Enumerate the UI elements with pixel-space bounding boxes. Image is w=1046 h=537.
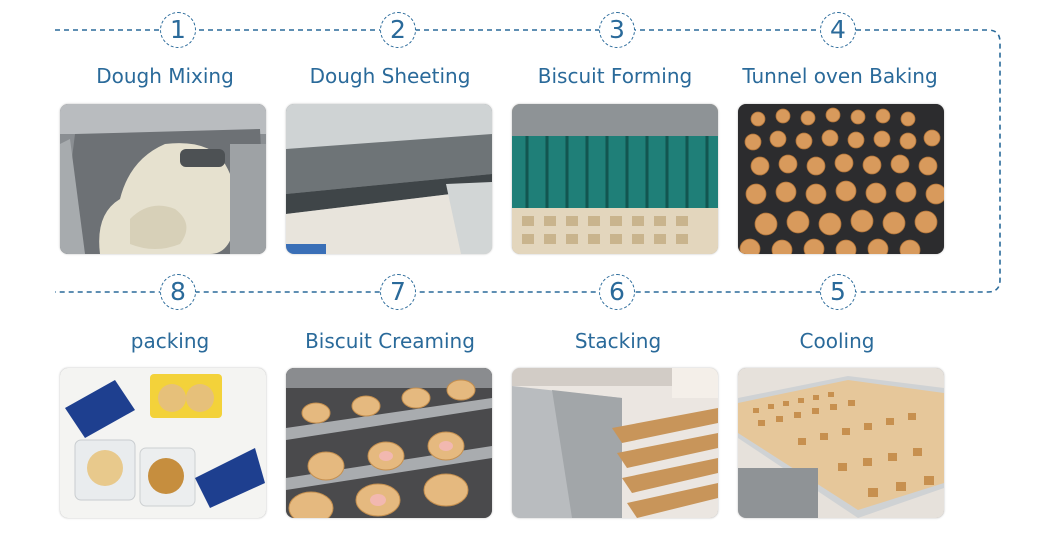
step-4-label: Tunnel oven Baking bbox=[742, 64, 938, 88]
dough-sheet-photo bbox=[286, 104, 492, 254]
cream-sandwich-photo bbox=[286, 368, 492, 518]
packed-biscuits-photo bbox=[60, 368, 266, 518]
step-8-label: packing bbox=[130, 329, 210, 353]
step-3-label: Biscuit Forming bbox=[537, 64, 693, 88]
step-8-number: 8 bbox=[160, 274, 196, 310]
rotary-moulder-photo bbox=[512, 104, 718, 254]
step-4-number: 4 bbox=[820, 12, 856, 48]
step-6-number: 6 bbox=[599, 274, 635, 310]
step-2-number: 2 bbox=[380, 12, 416, 48]
step-7-number: 7 bbox=[380, 274, 416, 310]
cooling-conveyor-photo bbox=[738, 368, 944, 518]
step-7-label: Biscuit Creaming bbox=[305, 329, 475, 353]
step-1-label: Dough Mixing bbox=[96, 64, 234, 88]
step-6-label: Stacking bbox=[574, 329, 662, 353]
step-2-label: Dough Sheeting bbox=[309, 64, 471, 88]
stacking-machine-photo bbox=[512, 368, 718, 518]
step-5-label: Cooling bbox=[799, 329, 875, 353]
dough-mixer-photo bbox=[60, 104, 266, 254]
step-1-number: 1 bbox=[160, 12, 196, 48]
baked-biscuits-conveyor-photo bbox=[738, 104, 944, 254]
step-3-number: 3 bbox=[599, 12, 635, 48]
step-5-number: 5 bbox=[820, 274, 856, 310]
